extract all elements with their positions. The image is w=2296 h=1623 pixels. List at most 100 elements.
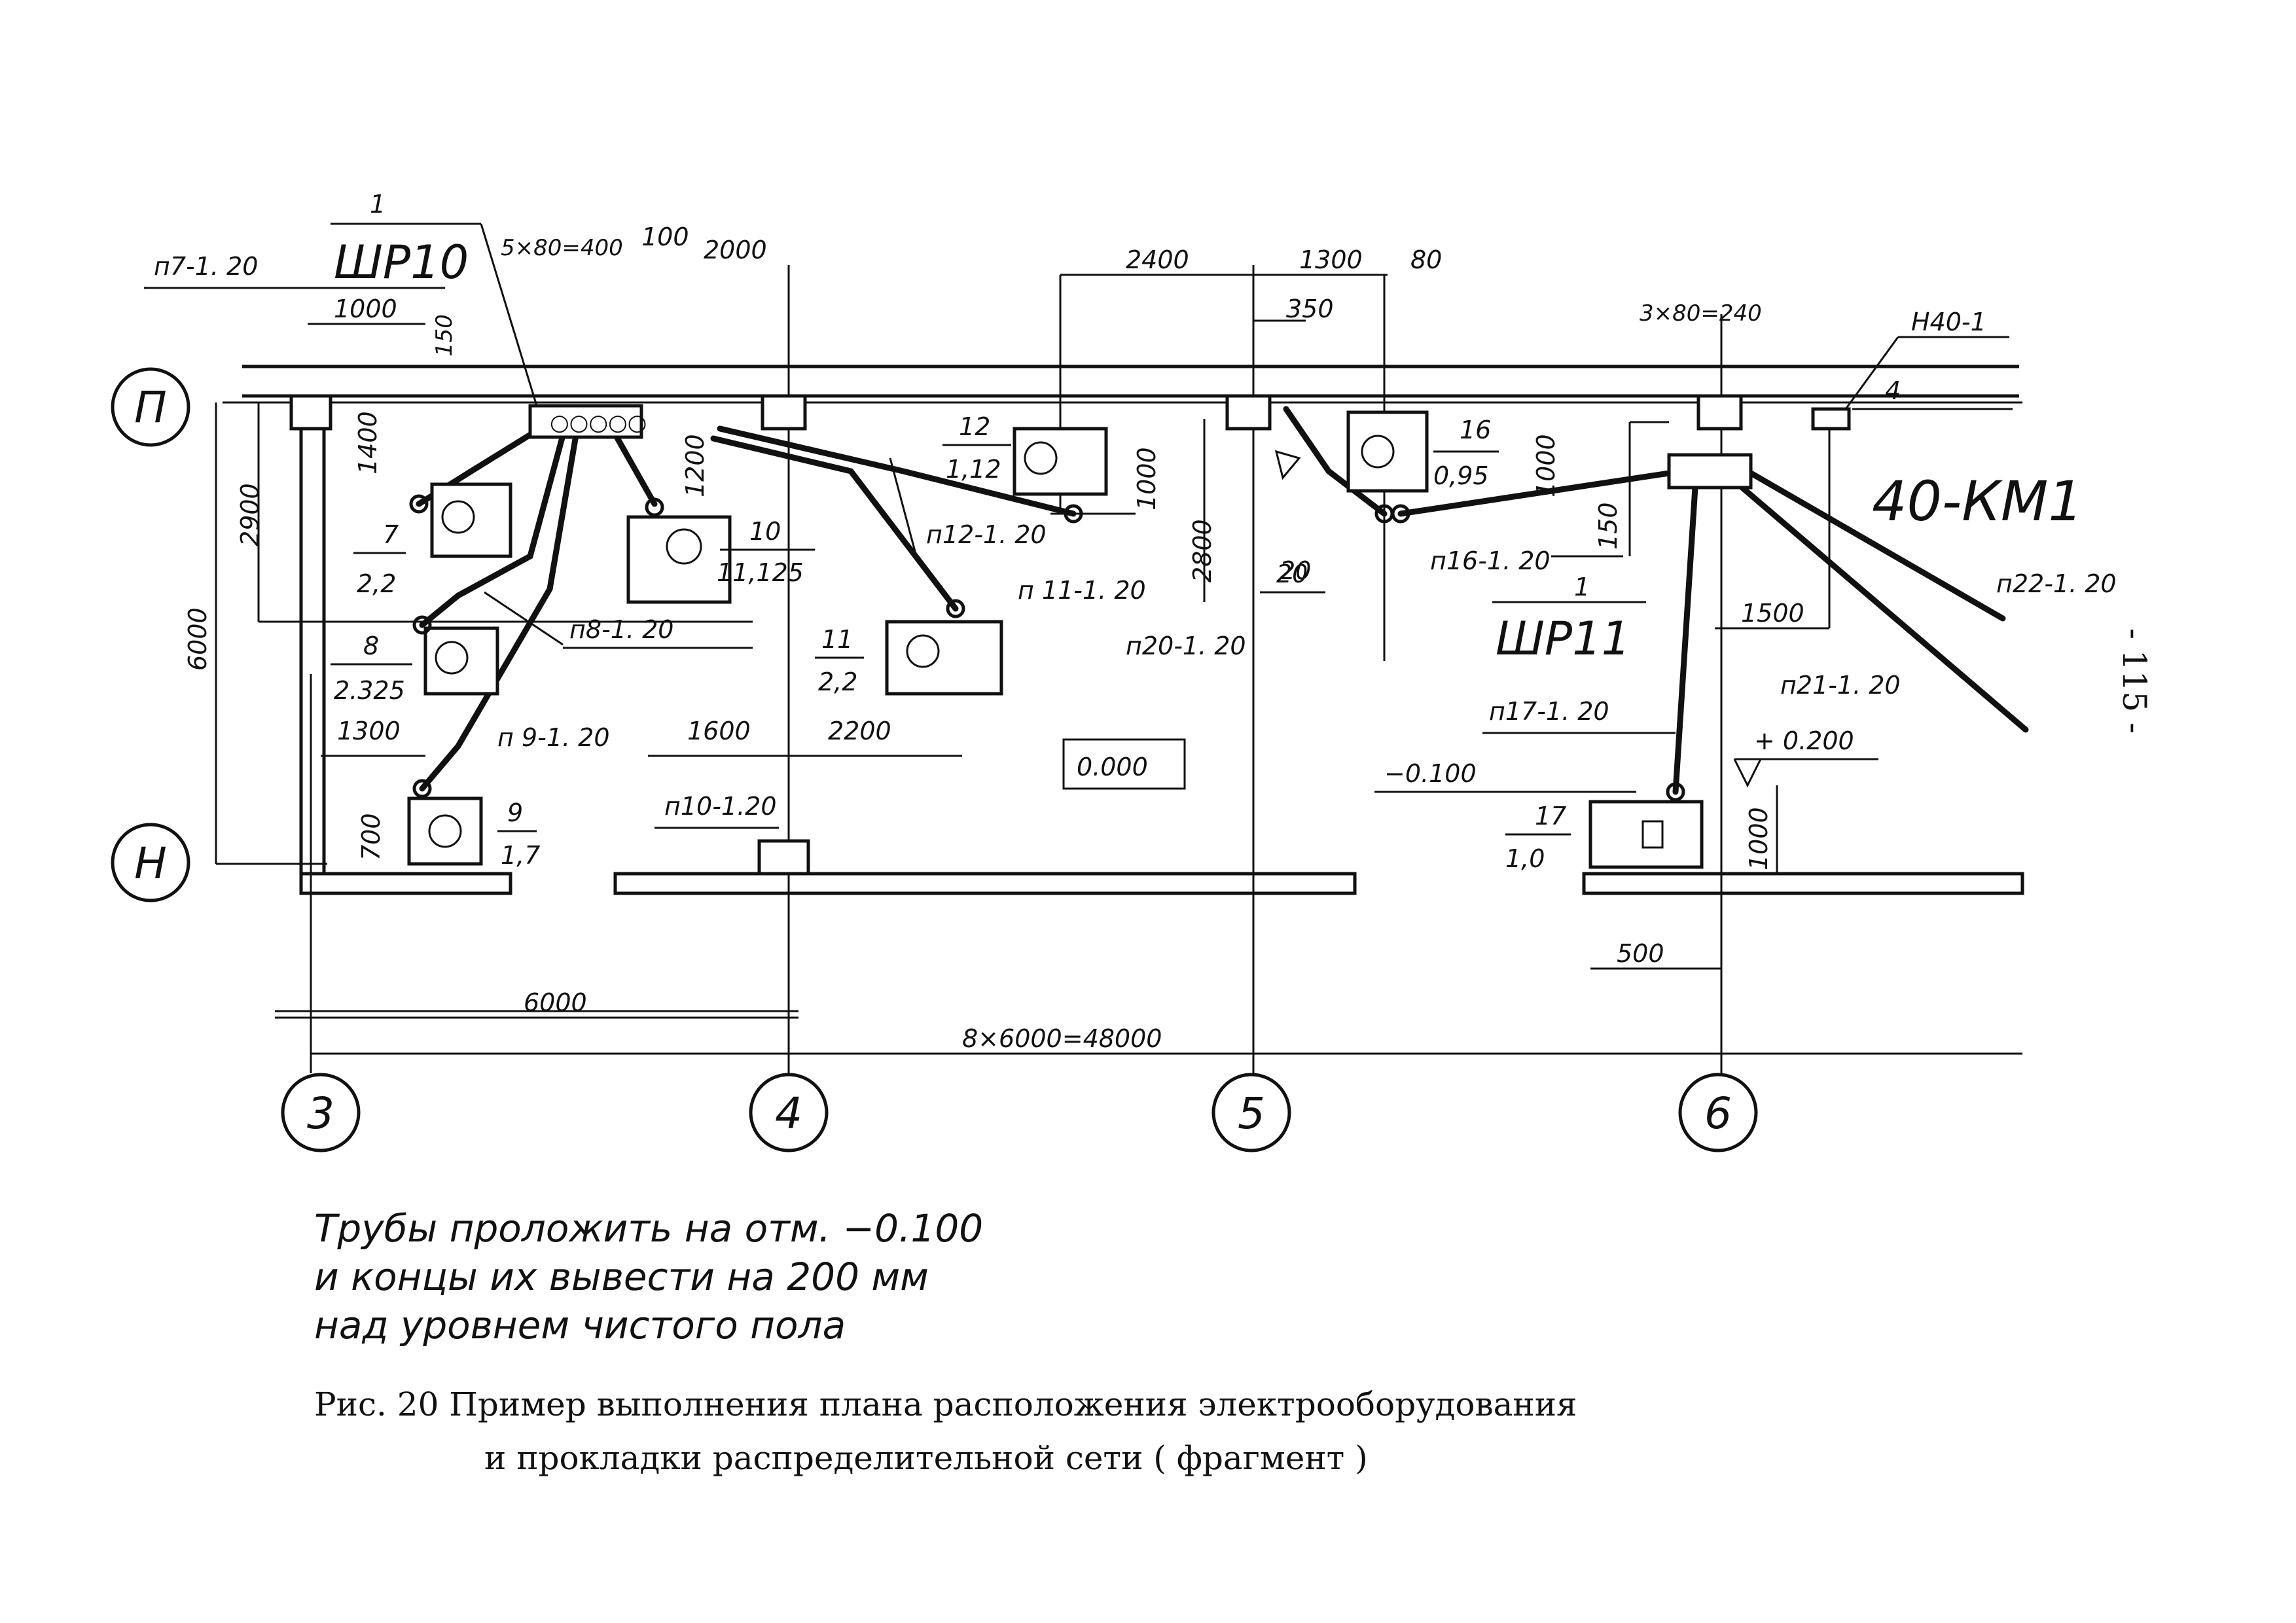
- equipment-11-power: 2,2: [818, 668, 857, 696]
- axis-label-6: 6: [1704, 1088, 1732, 1139]
- panel-40km1: 4 40-КМ1 Н40-1: [1811, 308, 2083, 533]
- axis-label-3: 3: [307, 1088, 334, 1139]
- line-label-p22: п22-1. 20: [1996, 569, 2117, 598]
- dim-100: 100: [641, 223, 689, 251]
- levels: 0.000 −0.100 + 0.200: [1062, 726, 1878, 793]
- line-label-p12: п12-1. 20: [926, 520, 1047, 549]
- panel-h40-label: Н40-1: [1911, 308, 1986, 336]
- dim-2900: 2900: [236, 483, 264, 546]
- equipment-12-power: 1,12: [946, 455, 1001, 484]
- axis-label-n: Н: [134, 838, 167, 889]
- dim-2200: 2200: [828, 717, 891, 745]
- dim-2400: 2400: [1126, 245, 1189, 274]
- dim-80: 80: [1410, 245, 1442, 274]
- dim-1500: 1500: [1741, 599, 1804, 628]
- line-label-p11: п 11-1. 20: [1018, 576, 1146, 605]
- dim-150b: 150: [1594, 502, 1623, 550]
- equipment-9-power: 1,7: [501, 841, 540, 870]
- level-plus: + 0.200: [1754, 726, 1854, 755]
- equipment-11: 11 2,2: [815, 599, 1003, 696]
- dim-1400: 1400: [353, 411, 382, 474]
- panel-km-number: 4: [1885, 376, 1901, 405]
- line-label-p8: п8-1. 20: [569, 615, 673, 644]
- line-label-p10: п10-1.20: [664, 792, 777, 821]
- panel-shp11-number: 1: [1574, 573, 1590, 601]
- equipment-10-number: 10: [749, 517, 781, 546]
- equipment-16-power: 0,95: [1433, 461, 1489, 490]
- dim-1000c: 1000: [1532, 434, 1560, 497]
- dim-700: 700: [357, 813, 386, 861]
- caption-line-2: и прокладки распределительной сети ( фра…: [484, 1439, 1368, 1477]
- level-zero: 0.000: [1077, 753, 1148, 781]
- note-line-2: и концы их вывести на 200 мм: [314, 1255, 929, 1299]
- equipment-9-number: 9: [507, 798, 523, 827]
- dim-20: 20: [1280, 556, 1311, 585]
- dim-150a: 150: [431, 314, 457, 357]
- equipment-10: 10 11,125: [626, 497, 815, 604]
- axis-bubble-p: П: [111, 367, 190, 447]
- note-line-1: Трубы проложить на отм. −0.100: [314, 1206, 984, 1251]
- installation-note: Трубы проложить на отм. −0.100 и концы и…: [314, 1204, 983, 1349]
- dim-500: 500: [1617, 939, 1664, 968]
- equipment-20-number: 20: [1276, 560, 1308, 588]
- equipment-8-number: 8: [363, 632, 379, 660]
- dim-1000a: 1000: [334, 294, 397, 323]
- equipment-7-power: 2,2: [357, 569, 396, 598]
- dim-1600: 1600: [687, 717, 751, 745]
- dim-5x80: 5×80=400: [501, 235, 623, 261]
- equipment-10-power: 11,125: [717, 558, 804, 587]
- dim-3x80: 3×80=240: [1640, 300, 1762, 327]
- equipment-20: 20: [1260, 450, 1325, 594]
- line-label-p7: п7-1. 20: [154, 252, 258, 281]
- equipment-11-number: 11: [821, 625, 853, 654]
- dim-6000v: 6000: [183, 607, 212, 671]
- figure-caption: Рис. 20 Пример выполнения плана располож…: [314, 1378, 1577, 1485]
- dim-2000: 2000: [704, 236, 767, 264]
- dim-350: 350: [1286, 294, 1334, 323]
- dim-6000h: 6000: [524, 988, 587, 1017]
- equipment-12-number: 12: [959, 412, 990, 441]
- axis-bubble-4: 4: [749, 1073, 829, 1152]
- dim-1000b: 1000: [1132, 447, 1161, 510]
- axis-bubble-5: 5: [1211, 1073, 1291, 1152]
- line-label-p16: п16-1. 20: [1430, 546, 1551, 575]
- dimension-texts: 1000 150 5×80=400 100 2000 1400 1200 290…: [183, 223, 1804, 1053]
- dim-1200: 1200: [681, 434, 709, 497]
- panel-shp10-name: ШР10: [334, 236, 469, 289]
- axis-label-5: 5: [1238, 1088, 1265, 1139]
- panel-shp10: ○○○○○ 1 ШР10: [331, 190, 647, 439]
- line-label-p21: п21-1. 20: [1780, 671, 1901, 700]
- equipment-17-power: 1,0: [1505, 844, 1545, 873]
- cable-runs: [416, 406, 2029, 795]
- dim-1300a: 1300: [337, 717, 401, 745]
- equipment-16-number: 16: [1460, 416, 1491, 444]
- equipment-8-power: 2.325: [334, 676, 405, 705]
- axis-bubble-n: Н: [111, 823, 190, 902]
- axis-label-4: 4: [775, 1088, 802, 1139]
- dim-8x6000: 8×6000=48000: [962, 1024, 1162, 1053]
- dim-2800: 2800: [1188, 519, 1217, 582]
- caption-line-1: Рис. 20 Пример выполнения плана располож…: [314, 1385, 1577, 1423]
- equipment-9: 9 1,7: [407, 779, 540, 870]
- note-line-3: над уровнем чистого пола: [314, 1303, 846, 1347]
- equipment-16: 16 0,95: [1346, 410, 1499, 524]
- line-label-p17: п17-1. 20: [1489, 697, 1609, 726]
- equipment-7-number: 7: [383, 520, 399, 549]
- page-number: - 115 -: [2115, 628, 2153, 734]
- equipment-8: 8 2.325: [331, 615, 499, 705]
- panel-km-name: 40-КМ1: [1872, 469, 2083, 533]
- line-label-p9: п 9-1. 20: [497, 723, 610, 752]
- dim-1000d: 1000: [1744, 807, 1773, 870]
- equipment-17-number: 17: [1535, 802, 1566, 830]
- svg-text:○○○○○: ○○○○○: [550, 410, 647, 436]
- line-label-p20: п20-1. 20: [1126, 632, 1246, 660]
- axis-bubble-6: 6: [1678, 1073, 1758, 1152]
- panel-shp11: 1 ШР11: [1492, 453, 1753, 666]
- line-labels: п7-1. 20 п8-1. 20 п 9-1. 20 п10-1.20 п 1…: [144, 252, 2117, 829]
- walls: [242, 365, 2024, 895]
- panel-shp10-number: 1: [370, 190, 386, 219]
- panel-shp11-name: ШР11: [1496, 612, 1630, 666]
- equipment-7: 7 2,2: [353, 482, 512, 598]
- equipment-17: 17 1,0: [1505, 782, 1704, 873]
